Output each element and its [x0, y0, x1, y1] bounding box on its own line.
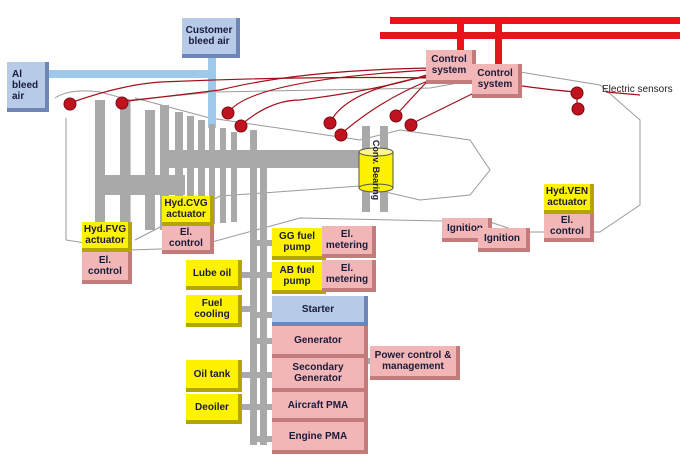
- hyd-cvg-actuator-box: Hyd.CVG actuator: [162, 196, 214, 226]
- electric-sensors-label: Electric sensors: [602, 84, 673, 95]
- oil-tank-box: Oil tank: [186, 360, 242, 392]
- electric-bus: [380, 17, 680, 67]
- secondary-generator-box: Secondary Generator: [272, 358, 368, 392]
- control-system-box-2: Control system: [472, 64, 522, 98]
- hyd-ven-actuator-box: Hyd.VEN actuator: [544, 184, 594, 214]
- ab-fuel-pump-box: AB fuel pump: [272, 262, 326, 294]
- sensor: [63, 97, 77, 111]
- engine-pma-box: Engine PMA: [272, 422, 368, 454]
- sensor: [221, 106, 235, 120]
- sensor: [115, 96, 129, 110]
- sensor: [389, 109, 403, 123]
- hyd-fvg-actuator-box: Hyd.FVG actuator: [82, 222, 132, 252]
- sensor: [570, 86, 584, 100]
- fuel-cooling-box: Fuel cooling: [186, 295, 242, 327]
- fvg-el-control-box: El. control: [82, 252, 132, 284]
- generator-box: Generator: [272, 326, 368, 358]
- control-system-box-1: Control system: [426, 50, 476, 84]
- sensor: [571, 102, 585, 116]
- gg-fuel-pump-box: GG fuel pump: [272, 228, 326, 260]
- power-control-box: Power control & management: [370, 346, 460, 380]
- gg-el-metering-box: El. metering: [322, 226, 376, 258]
- deoiler-box: Deoiler: [186, 394, 242, 424]
- cvg-el-control-box: El. control: [162, 226, 214, 254]
- al-bleed-air-box: Al bleed air: [7, 62, 49, 112]
- sensor: [323, 116, 337, 130]
- ignition-box-2: Ignition: [478, 228, 530, 252]
- ab-el-metering-box: El. metering: [322, 260, 376, 292]
- starter-box: Starter: [272, 296, 368, 326]
- electric-sensors: [63, 86, 585, 142]
- aircraft-pma-box: Aircraft PMA: [272, 392, 368, 422]
- conv-bearing-label: Conv. Bearing: [371, 139, 381, 201]
- ven-el-control-box: El. control: [544, 214, 594, 242]
- customer-bleed-air-box: Customer bleed air: [182, 18, 240, 58]
- lube-oil-box: Lube oil: [186, 260, 242, 290]
- sensor: [334, 128, 348, 142]
- sensor: [234, 119, 248, 133]
- conv-bearing-shape: [358, 147, 394, 193]
- sensor: [404, 118, 418, 132]
